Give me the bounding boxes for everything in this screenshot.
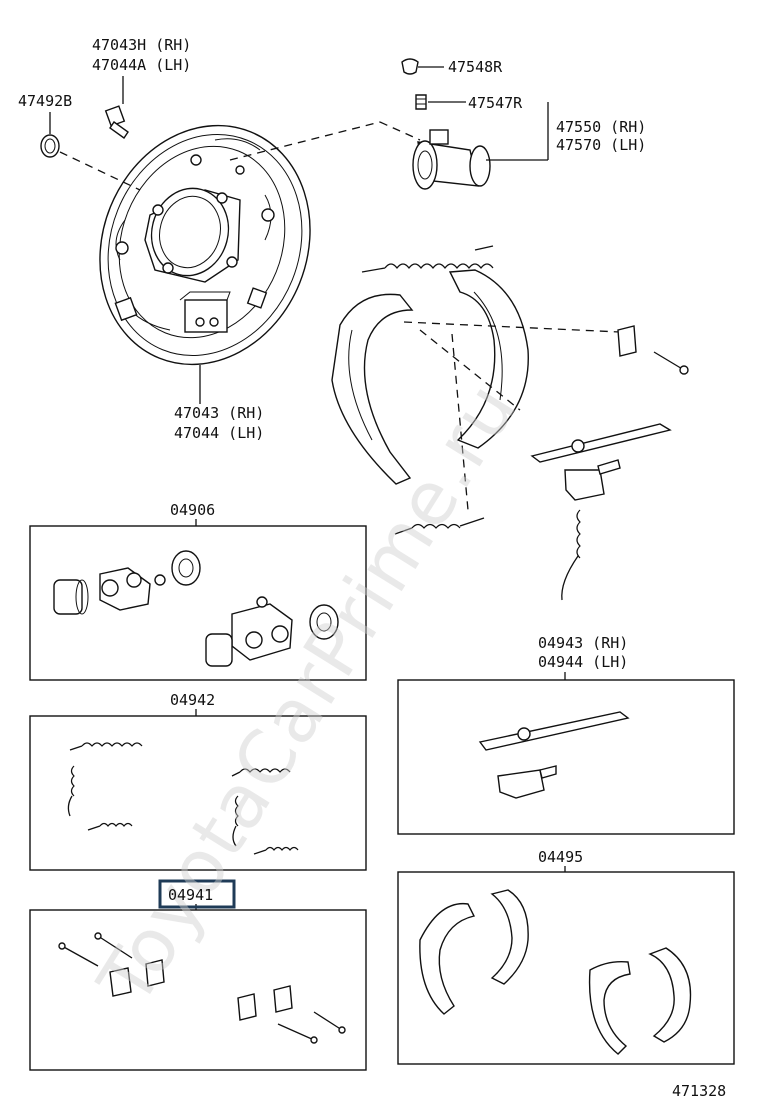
highlight-frame — [158, 879, 236, 909]
label-kit-adjuster-lh: 04944 (LH) — [538, 653, 628, 671]
wheel-cylinder-drawing — [229, 58, 549, 190]
label-backing-plate-bolt-lh: 47044A (LH) — [92, 56, 191, 74]
kit-box-shoes — [397, 866, 735, 1065]
label-plug: 47492B — [18, 92, 72, 110]
backing-plate-bolt-drawing — [104, 76, 129, 139]
label-kit-cylinder: 04906 — [170, 501, 215, 519]
watermark-text: ToyotaCarPrime.ru — [82, 367, 535, 1020]
label-kit-springs: 04942 — [170, 691, 215, 709]
label-wheel-cylinder-rh: 47550 (RH) — [556, 118, 646, 136]
kit-box-hold-down — [29, 904, 367, 1071]
plug-drawing — [40, 112, 141, 191]
label-kit-hold-down: 04941 — [168, 886, 213, 904]
kit-box-cylinder — [29, 519, 367, 681]
label-bleeder-plug: 47547R — [468, 94, 523, 112]
backing-plate-drawing — [99, 124, 311, 366]
label-bleeder-cap: 47548R — [448, 58, 503, 76]
label-kit-adjuster-rh: 04943 (RH) — [538, 634, 628, 652]
brake-shoes-drawing — [331, 245, 621, 511]
label-backing-plate-rh: 47043 (RH) — [174, 404, 264, 422]
adjuster-drawing — [394, 325, 689, 601]
label-backing-plate-bolt-rh: 47043H (RH) — [92, 36, 191, 54]
kit-box-springs — [29, 709, 367, 871]
label-wheel-cylinder-lh: 47570 (LH) — [556, 136, 646, 154]
label-backing-plate-lh: 47044 (LH) — [174, 424, 264, 442]
kit-box-adjuster — [397, 672, 735, 835]
label-kit-shoes: 04495 — [538, 848, 583, 866]
diagram-number: 471328 — [672, 1082, 726, 1100]
